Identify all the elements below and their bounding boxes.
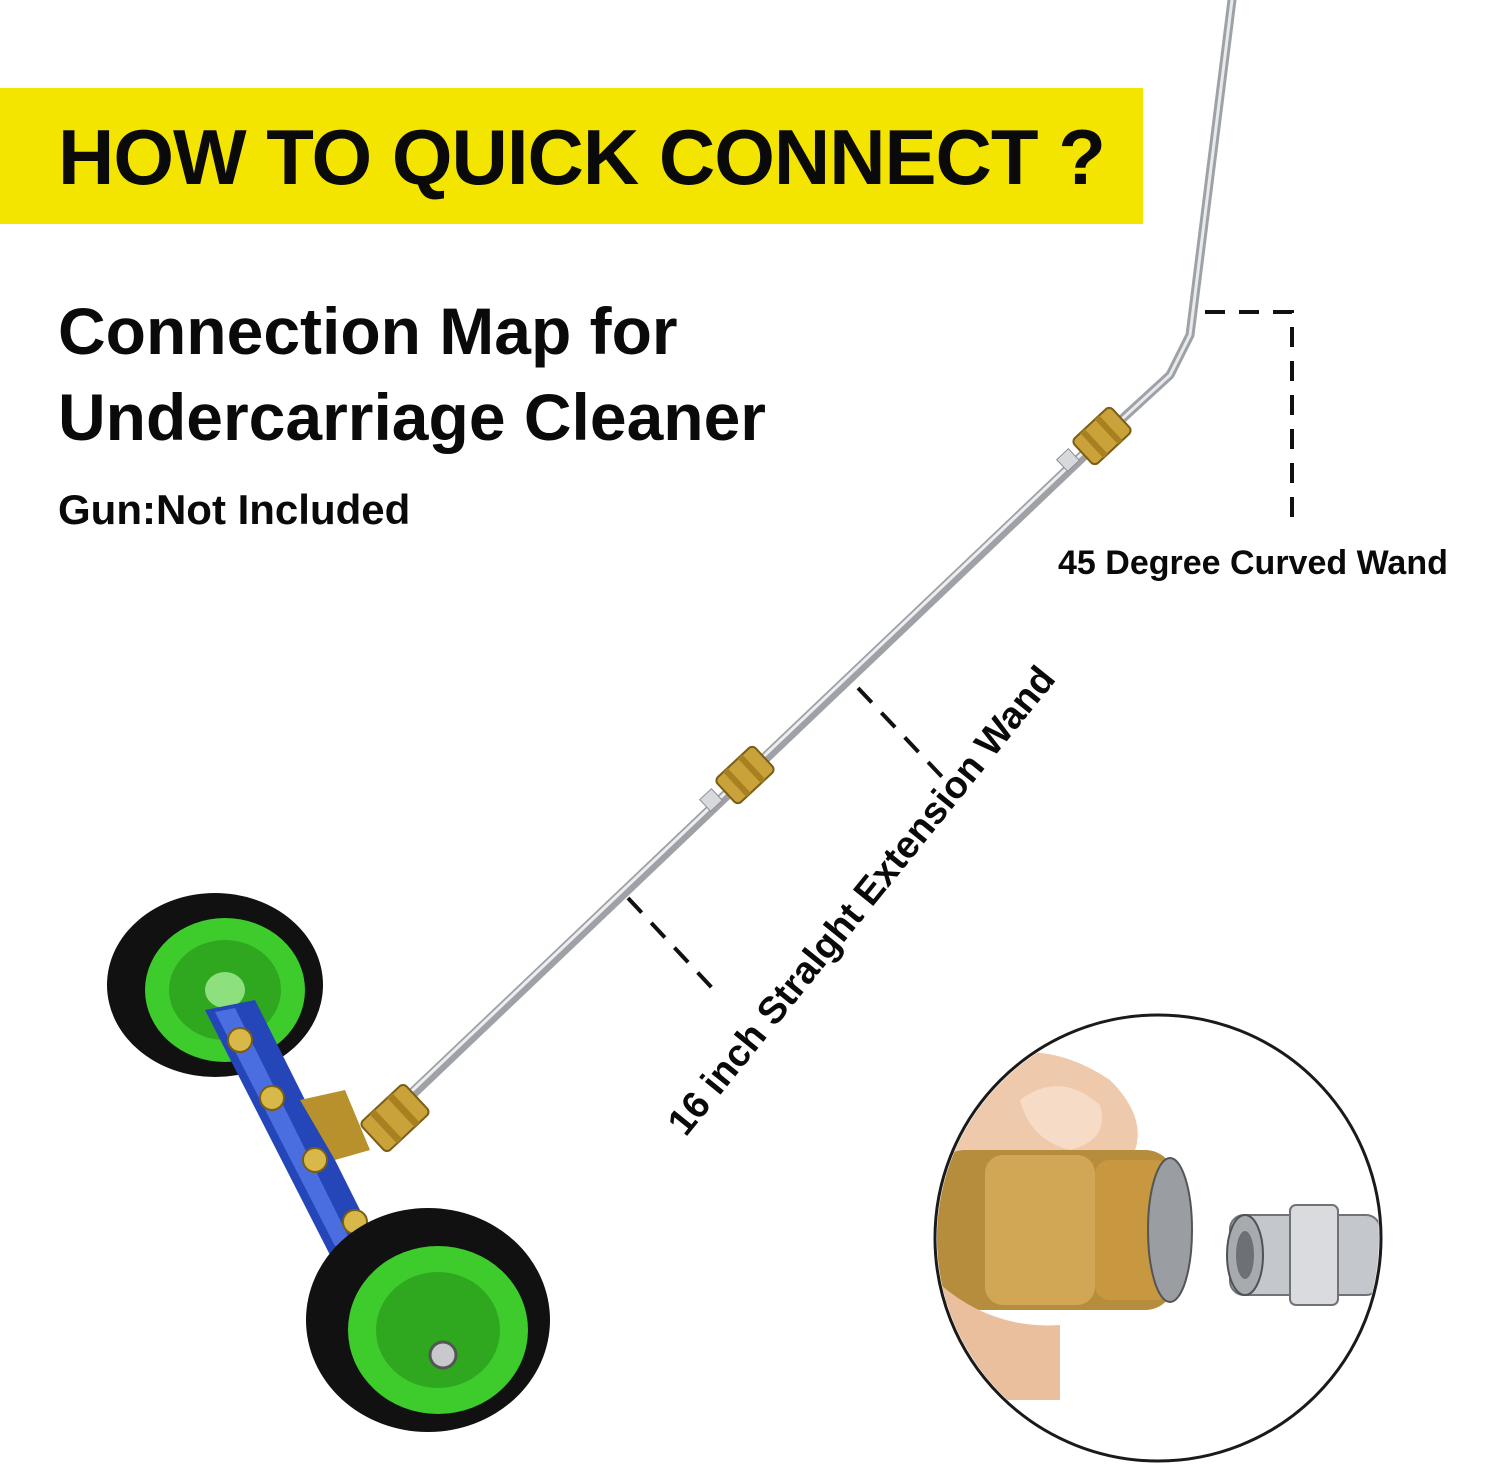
undercarriage-cleaner-icon [107,893,550,1432]
wheel-icon [306,1208,550,1432]
page-title: Connection Map for Undercarriage Cleaner [58,288,766,460]
curved-wand-icon [1105,0,1237,435]
page-title-line-1: Connection Map for [58,294,678,368]
gun-note: Gun:Not Included [58,486,411,533]
banner-title: HOW TO QUICK CONNECT ? [58,113,1106,201]
wheel-icon [107,893,323,1077]
page-title-line-2: Undercarriage Cleaner [58,380,766,454]
coupler-closeup [933,1013,1383,1463]
straight-wand-indicator [626,686,947,992]
quick-connect-coupler-icon [360,406,1132,1153]
curved-wand-indicator [1205,310,1294,525]
curved-wand-label: 45 Degree Curved Wand [1058,544,1448,582]
title-banner [0,88,1143,224]
